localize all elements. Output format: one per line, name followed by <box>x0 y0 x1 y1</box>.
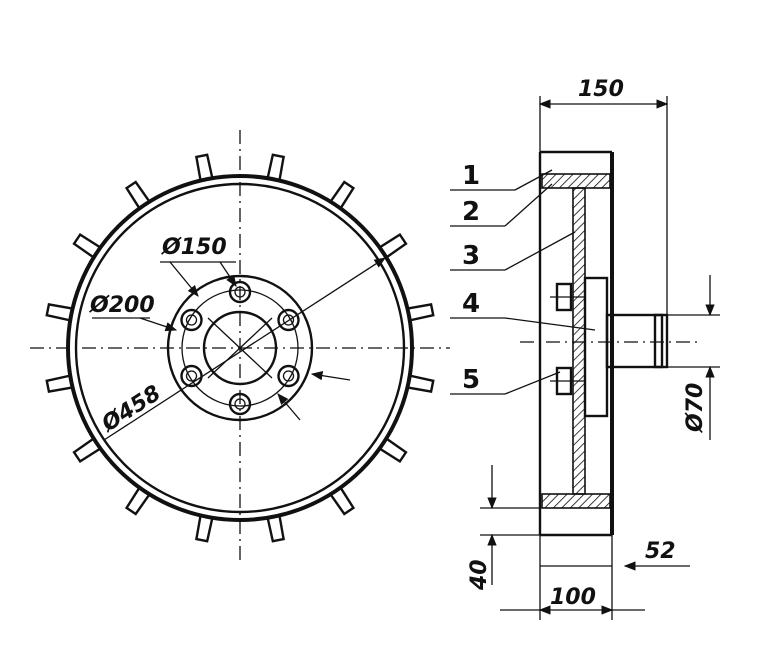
shaft-bore-circle <box>202 310 278 386</box>
lug <box>124 180 151 210</box>
dim-bolt-circle: Ø150 <box>160 235 227 260</box>
bolt-nut <box>282 370 295 382</box>
callout-leader <box>514 169 553 191</box>
hub-arrow <box>310 371 351 381</box>
bolt-head <box>180 308 203 332</box>
rim-inner-circle <box>74 182 406 514</box>
front-view: Ø458 Ø150 Ø200 <box>30 130 450 565</box>
lug <box>124 486 151 516</box>
part-label-5: 5 <box>462 365 480 395</box>
shaft <box>605 313 664 369</box>
rim-section-top <box>541 173 611 189</box>
bolt-nut <box>234 398 246 410</box>
lug <box>72 232 102 259</box>
callout-leader <box>504 183 553 227</box>
hub-flange-circle <box>166 274 314 422</box>
bolt-nut <box>282 314 295 326</box>
bolt-head <box>180 364 203 388</box>
dim-150-leader <box>169 261 199 297</box>
lug <box>329 180 356 210</box>
lug <box>72 437 102 464</box>
callout-leader <box>504 231 576 271</box>
callout-leader <box>504 371 561 395</box>
lug <box>378 437 408 464</box>
bolt-head <box>277 308 300 332</box>
lug <box>195 153 214 181</box>
dim-150-leader <box>219 261 237 287</box>
lug <box>407 374 435 393</box>
part-label-2: 2 <box>462 197 480 227</box>
hub-bolts <box>180 280 300 416</box>
dim-shaft-length: 52 <box>645 539 676 564</box>
callout-leader <box>504 317 596 331</box>
lug <box>266 515 285 543</box>
bolt-head <box>228 392 252 416</box>
part-label-3: 3 <box>462 241 480 271</box>
lug <box>45 303 73 322</box>
part-label-4: 4 <box>462 289 480 319</box>
part-callouts: 1 2 3 4 5 <box>450 161 596 395</box>
lug <box>407 303 435 322</box>
lug <box>45 374 73 393</box>
rim-section-bottom <box>541 493 611 509</box>
bolt-head <box>228 280 252 304</box>
bolt-head <box>277 364 300 388</box>
dim-outer-diameter: Ø458 <box>96 381 165 438</box>
bolt-nut <box>185 370 198 382</box>
dim-458-leader <box>103 257 386 441</box>
lug <box>378 232 408 259</box>
hub-arrow <box>277 393 301 421</box>
dim-lug-height: 40 <box>467 559 492 591</box>
shaft-end <box>653 313 669 369</box>
dim-200-leader <box>139 317 178 332</box>
bolt-nut <box>234 286 246 298</box>
dim-shaft-diameter: Ø70 <box>683 383 708 434</box>
side-view: 150 Ø70 40 52 100 1 2 <box>450 77 720 620</box>
hub-flange <box>583 276 609 418</box>
bolt-nut <box>185 314 198 326</box>
lug <box>266 153 285 181</box>
disc-section <box>572 187 586 495</box>
part-label-1: 1 <box>462 161 480 191</box>
rim-outer-circle <box>66 174 414 522</box>
dim-total-width: 150 <box>578 77 624 102</box>
lug <box>195 515 214 543</box>
dim-inner-circle: Ø200 <box>88 293 155 318</box>
lugs <box>45 153 435 543</box>
inner-circle <box>181 289 299 407</box>
lug <box>329 486 356 516</box>
dim-rim-width: 100 <box>550 585 596 610</box>
hub-radial-line <box>207 317 273 379</box>
